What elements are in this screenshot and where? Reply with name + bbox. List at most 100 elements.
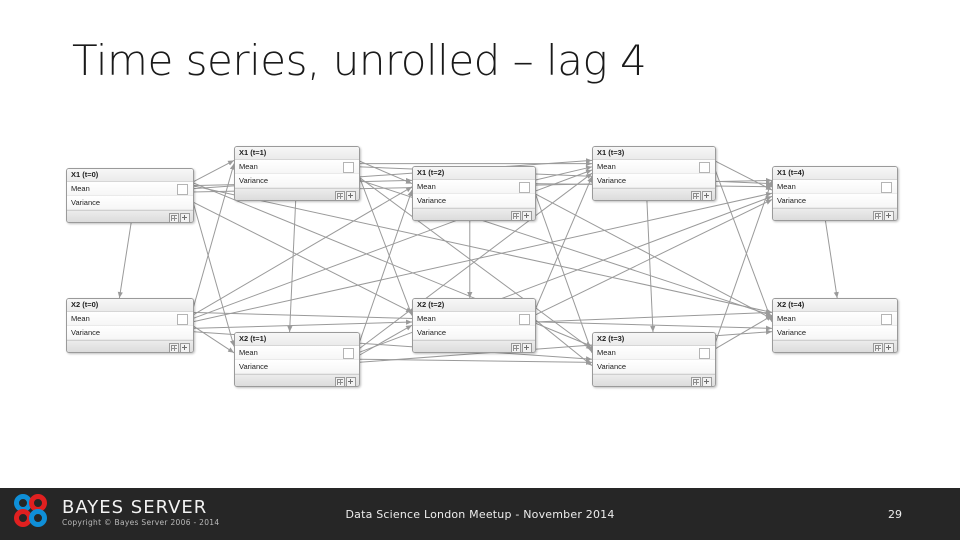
slide-footer: BAYES SERVER Copyright © Bayes Server 20…: [0, 488, 960, 540]
node-state-checkbox[interactable]: [177, 314, 188, 325]
network-edge: [117, 215, 133, 299]
network-edge: [533, 310, 773, 323]
node-state-checkbox[interactable]: [343, 162, 354, 173]
node-state-checkbox[interactable]: [881, 314, 892, 325]
node-parameter-row[interactable]: Mean: [67, 312, 193, 326]
network-edge: [191, 159, 235, 183]
node-parameter-row[interactable]: Mean: [413, 180, 535, 194]
expand-plus-icon[interactable]: [346, 190, 356, 200]
node-parameter-row[interactable]: Mean: [773, 312, 897, 326]
node-parameter-row[interactable]: Mean: [593, 160, 715, 174]
network-edge: [357, 324, 413, 357]
network-edge: [191, 201, 413, 313]
node-state-checkbox[interactable]: [699, 348, 710, 359]
table-grid-icon[interactable]: [511, 342, 521, 352]
node-title: X1 (t=0): [67, 169, 193, 182]
network-edge: [713, 166, 773, 323]
expand-plus-icon[interactable]: [884, 210, 894, 220]
expand-plus-icon[interactable]: [346, 376, 356, 386]
network-edge: [191, 324, 235, 354]
node-parameter-row[interactable]: Mean: [773, 180, 897, 194]
table-grid-icon[interactable]: [169, 342, 179, 352]
network-edge: [713, 315, 773, 351]
table-grid-icon[interactable]: [169, 212, 179, 222]
page-number: 29: [888, 507, 902, 521]
node-title: X2 (t=4): [773, 299, 897, 312]
network-edge: [533, 165, 593, 181]
node-title: X2 (t=1): [235, 333, 359, 346]
node-footer: [67, 340, 193, 352]
node-parameter-row[interactable]: Variance: [67, 196, 193, 210]
table-grid-icon[interactable]: [873, 210, 883, 220]
expand-plus-icon[interactable]: [180, 342, 190, 352]
network-edge: [533, 176, 593, 313]
brand-logo: BAYES SERVER Copyright © Bayes Server 20…: [14, 494, 219, 532]
node-state-checkbox[interactable]: [699, 162, 710, 173]
node-parameter-row[interactable]: Variance: [773, 194, 897, 208]
expand-plus-icon[interactable]: [702, 190, 712, 200]
node-parameter-row[interactable]: Variance: [235, 360, 359, 374]
node-parameter-row[interactable]: Variance: [235, 174, 359, 188]
node-parameter-row[interactable]: Variance: [413, 194, 535, 208]
network-edge: [357, 189, 413, 347]
node-parameter-row[interactable]: Variance: [413, 326, 535, 340]
brand-copyright: Copyright © Bayes Server 2006 - 2014: [62, 518, 220, 527]
network-edge: [191, 191, 773, 323]
node-title: X1 (t=3): [593, 147, 715, 160]
node-parameter-row[interactable]: Mean: [593, 346, 715, 360]
expand-plus-icon[interactable]: [180, 212, 190, 222]
table-grid-icon[interactable]: [335, 376, 345, 386]
network-edge: [191, 163, 235, 313]
expand-plus-icon[interactable]: [522, 342, 532, 352]
node-state-checkbox[interactable]: [519, 314, 530, 325]
node-parameter-row[interactable]: Mean: [67, 182, 193, 196]
node-state-checkbox[interactable]: [519, 182, 530, 193]
expand-plus-icon[interactable]: [702, 376, 712, 386]
node-parameter-row[interactable]: Mean: [235, 160, 359, 174]
node-parameter-row[interactable]: Variance: [773, 326, 897, 340]
node-parameter-row[interactable]: Variance: [67, 326, 193, 340]
node-footer: [235, 188, 359, 200]
expand-plus-icon[interactable]: [522, 210, 532, 220]
table-grid-icon[interactable]: [691, 190, 701, 200]
node-footer: [67, 210, 193, 222]
table-grid-icon[interactable]: [873, 342, 883, 352]
table-grid-icon[interactable]: [511, 210, 521, 220]
network-edge: [713, 180, 773, 347]
table-grid-icon[interactable]: [691, 376, 701, 386]
node-parameter-row[interactable]: Mean: [413, 312, 535, 326]
network-edge: [533, 199, 773, 317]
node-parameter-row[interactable]: Mean: [235, 346, 359, 360]
network-edge: [287, 193, 297, 333]
node-state-checkbox[interactable]: [881, 182, 892, 193]
node-state-checkbox[interactable]: [177, 184, 188, 195]
node-title: X2 (t=2): [413, 299, 535, 312]
expand-plus-icon[interactable]: [884, 342, 894, 352]
node-title: X2 (t=3): [593, 333, 715, 346]
node-parameter-row[interactable]: Variance: [593, 360, 715, 374]
network-edge: [191, 319, 413, 329]
table-grid-icon[interactable]: [335, 190, 345, 200]
node-state-checkbox[interactable]: [343, 348, 354, 359]
node-parameter-row[interactable]: Variance: [593, 174, 715, 188]
node-footer: [235, 374, 359, 386]
